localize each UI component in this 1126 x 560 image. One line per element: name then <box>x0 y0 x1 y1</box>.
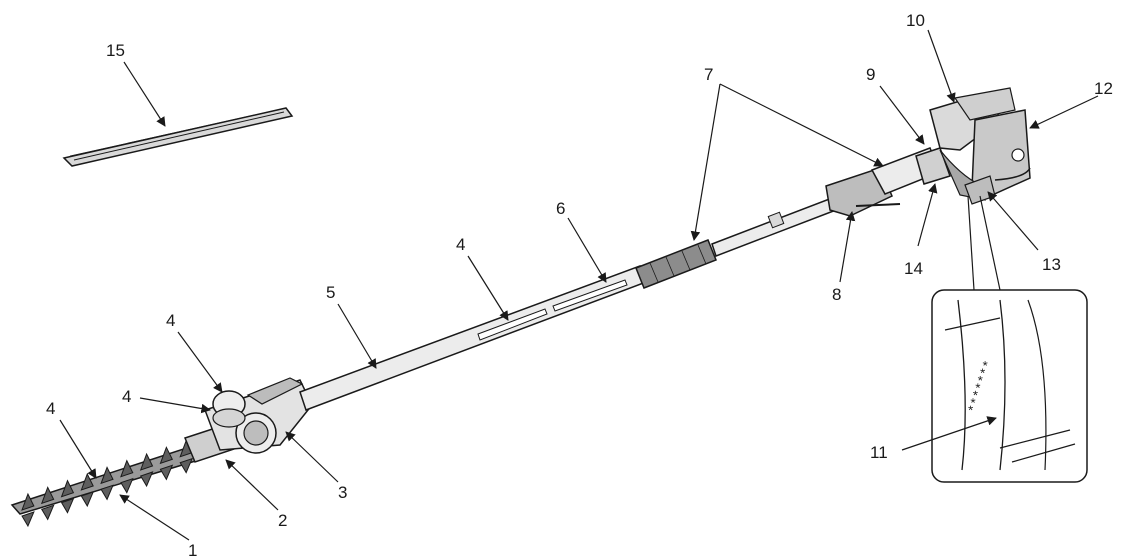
callout-7: 7 <box>704 65 713 84</box>
blade-tooth-top <box>40 486 55 505</box>
blade-tooth-top <box>80 472 94 491</box>
blade-tooth-bottom <box>60 497 75 514</box>
blade-tooth-top <box>120 459 134 478</box>
blade-cover <box>62 107 294 167</box>
blade-tooth-bottom <box>159 464 174 481</box>
callout-5: 5 <box>326 283 335 302</box>
main-shaft <box>299 265 647 411</box>
blade-tooth-top <box>21 492 35 511</box>
front-grip <box>635 239 717 289</box>
callout-1: 1 <box>188 541 197 560</box>
leader-lines <box>59 29 1099 541</box>
callout-9: 9 <box>866 65 875 84</box>
callout-4-shaft: 4 <box>456 235 465 254</box>
engine <box>915 87 1031 205</box>
blade-teeth <box>21 439 193 528</box>
callout-10: 10 <box>906 11 925 30</box>
callout-4-gear-top: 4 <box>166 311 175 330</box>
callout-4-blade: 4 <box>46 399 55 418</box>
blade-tooth-top <box>100 466 114 485</box>
blade-tooth-bottom <box>21 511 35 528</box>
blade-tooth-top <box>60 479 75 498</box>
blade-tooth-top <box>139 452 154 471</box>
callout-4-gear-left: 4 <box>122 387 131 406</box>
upper-shaft <box>711 197 837 257</box>
blade-tooth-bottom <box>139 471 154 488</box>
callout-8: 8 <box>832 285 841 304</box>
blade-tooth-bottom <box>179 457 193 474</box>
serial-number-inset: ******* <box>931 195 1088 483</box>
callout-15: 15 <box>106 41 125 60</box>
blade-tooth-bottom <box>41 504 55 521</box>
callout-labels: 1 2 3 4 4 4 4 5 6 7 8 9 10 11 12 13 14 1… <box>46 11 1113 560</box>
gear-case <box>204 377 313 454</box>
callout-11: 11 <box>870 443 888 462</box>
blade-tooth-top <box>159 446 174 465</box>
callout-6: 6 <box>556 199 565 218</box>
callout-2: 2 <box>278 511 287 530</box>
callout-3: 3 <box>338 483 347 502</box>
callout-12: 12 <box>1094 79 1113 98</box>
callout-13: 13 <box>1042 255 1061 274</box>
cutter-blade <box>10 439 214 528</box>
blade-tooth-bottom <box>120 477 134 494</box>
callout-14: 14 <box>904 259 923 278</box>
blade-tooth-bottom <box>100 484 114 501</box>
blade-tooth-bottom <box>80 491 95 508</box>
